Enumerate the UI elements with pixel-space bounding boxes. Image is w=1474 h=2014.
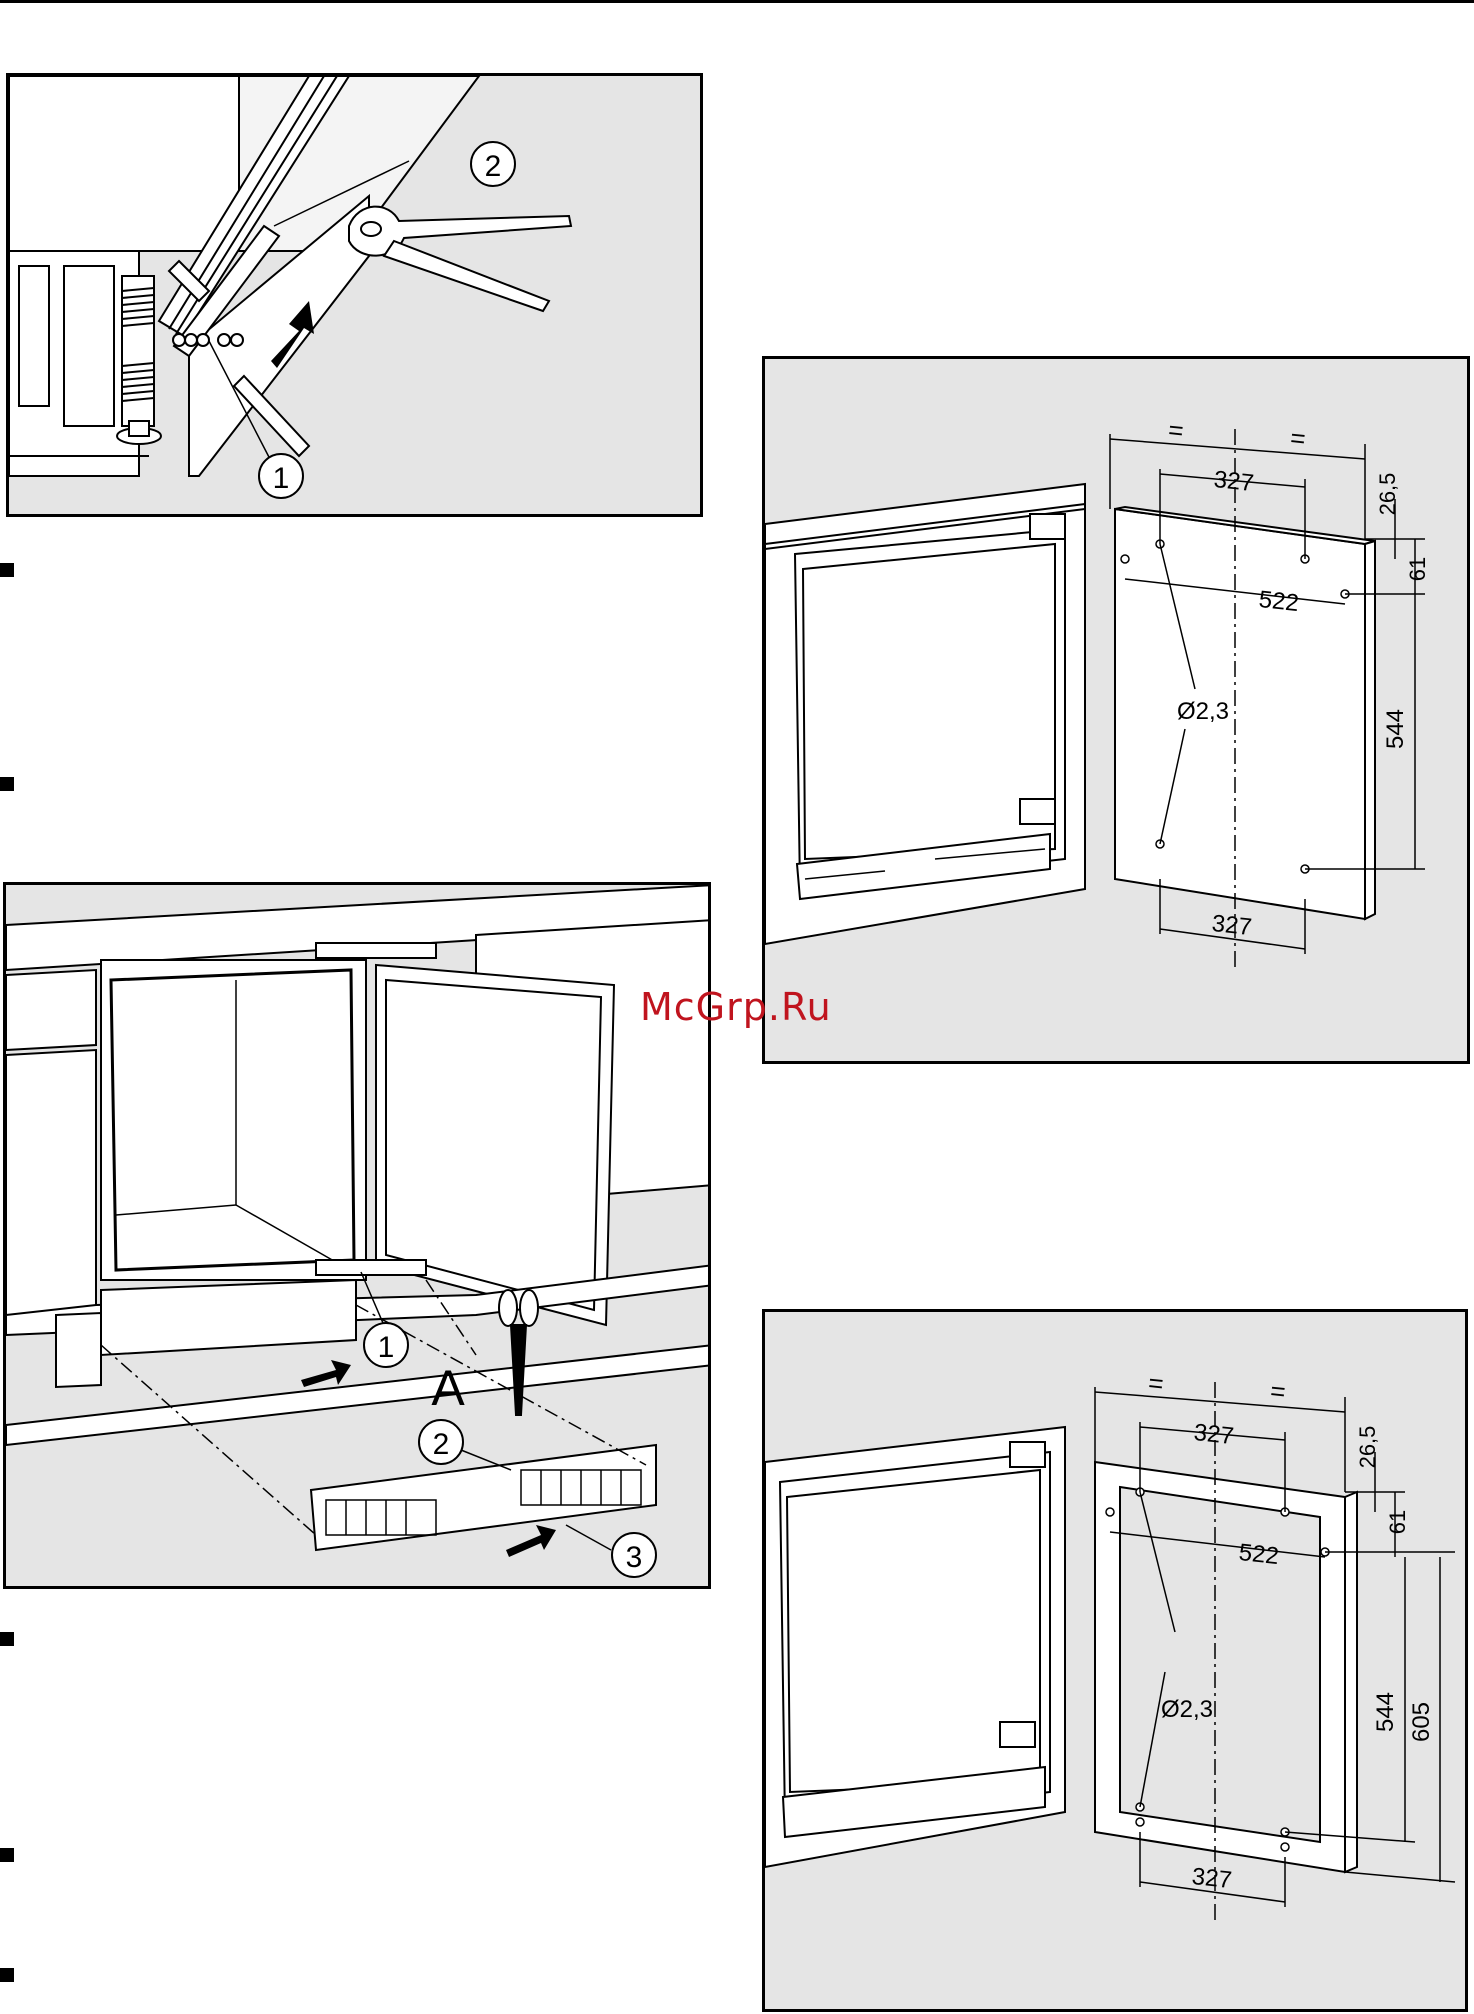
figure-hinge-pliers: 2 1: [6, 73, 703, 517]
bullet-marker: [0, 1968, 14, 1982]
label-a: A: [431, 1360, 465, 1416]
dim-top-offset: 26,5: [1375, 473, 1400, 516]
dim-eq-right: =: [1269, 1375, 1287, 1406]
watermark-text: McGrp.Ru: [640, 985, 832, 1029]
hinge-pliers-drawing: 2 1: [9, 76, 703, 517]
dim-height: 544: [1372, 1692, 1399, 1732]
callout-label: 1: [273, 462, 290, 495]
dim-bottom-spacing: 327: [1210, 910, 1253, 941]
dim-hole-diameter: Ø2,3: [1161, 1696, 1213, 1723]
dim-hole-offset: 61: [1405, 557, 1430, 581]
figure-plinth-installation: A 1 2 3: [3, 882, 711, 1589]
bullet-marker: [0, 777, 14, 791]
plinth-installation-drawing: A 1 2 3: [6, 885, 711, 1589]
dim-width: 522: [1237, 1539, 1280, 1570]
dim-eq-left: =: [1147, 1367, 1165, 1398]
figure-frame-door-dimensions: = = 327 522 Ø2,3 327 544 605 26,5 61: [762, 1309, 1468, 2012]
door-panel-dimensions-drawing: = = 327 522 Ø2,3 327 544 26,5 61: [765, 359, 1470, 1064]
dim-eq-right: =: [1289, 422, 1307, 453]
dim-width: 522: [1257, 586, 1300, 617]
figure-door-panel-dimensions: = = 327 522 Ø2,3 327 544 26,5 61: [762, 356, 1470, 1064]
dim-top-offset: 26,5: [1355, 1426, 1380, 1469]
bullet-marker: [0, 563, 14, 577]
callout-label: 3: [626, 1541, 643, 1574]
callout-label: 2: [485, 150, 502, 183]
dim-top-spacing: 327: [1212, 466, 1255, 497]
dim-bottom-spacing: 327: [1190, 1863, 1233, 1894]
dim-height: 544: [1382, 709, 1409, 749]
bullet-marker: [0, 1848, 14, 1862]
callout-label: 2: [433, 1428, 450, 1461]
dim-hole-offset: 61: [1385, 1510, 1410, 1534]
page-top-rule: [0, 0, 1474, 3]
frame-door-dimensions-drawing: = = 327 522 Ø2,3 327 544 605 26,5 61: [765, 1312, 1468, 2012]
dim-hole-diameter: Ø2,3: [1177, 698, 1229, 725]
dim-eq-left: =: [1167, 414, 1185, 445]
callout-label: 1: [378, 1331, 395, 1364]
dim-top-spacing: 327: [1192, 1419, 1235, 1450]
bullet-marker: [0, 1632, 14, 1646]
dim-height-total: 605: [1408, 1702, 1435, 1742]
